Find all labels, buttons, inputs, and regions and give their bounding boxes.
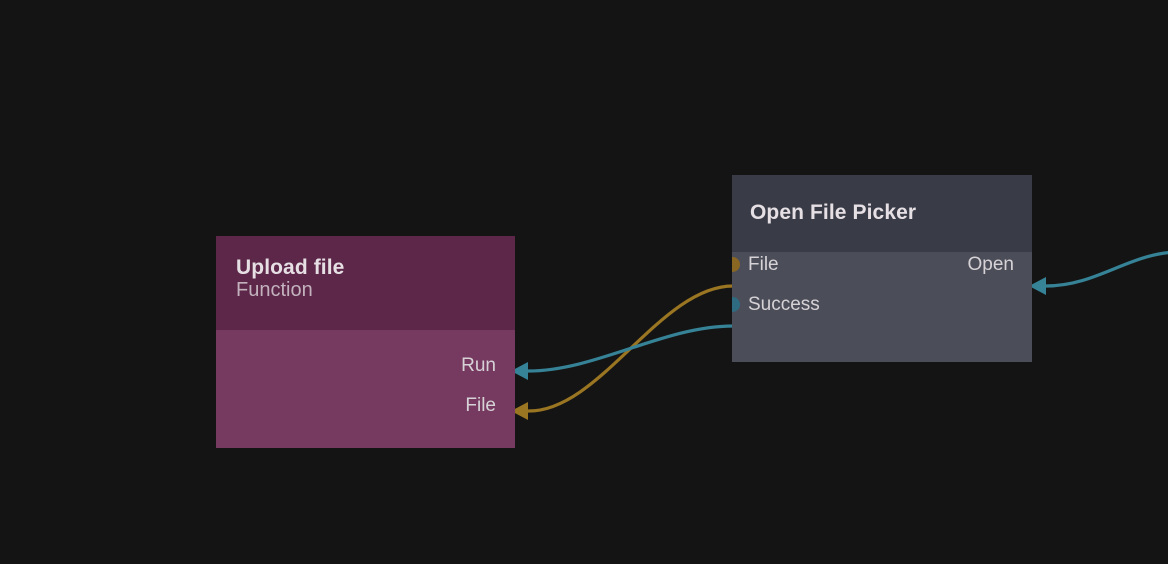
output-port-success-label: Success — [748, 293, 820, 315]
output-port-file[interactable]: File — [732, 252, 779, 276]
node-open-file-picker-header[interactable]: Open File Picker — [732, 175, 1032, 252]
input-port-open[interactable]: Open — [968, 252, 1032, 276]
node-upload-file-title: Upload file — [236, 256, 345, 279]
node-open-file-picker-body: File Success Open — [732, 252, 1032, 362]
input-port-file[interactable]: File — [465, 393, 515, 417]
output-port-file-dot-icon[interactable] — [732, 256, 740, 272]
output-port-success-dot-icon[interactable] — [732, 296, 740, 312]
node-upload-file[interactable]: Upload file Function Run File — [216, 236, 515, 448]
input-port-file-label: File — [465, 394, 496, 416]
edge-success-to-run — [511, 324, 735, 380]
input-port-run[interactable]: Run — [461, 353, 515, 377]
edge-offscreen-to-open — [1029, 251, 1168, 295]
node-open-file-picker-title: Open File Picker — [750, 201, 917, 224]
input-port-open-label: Open — [967, 253, 1014, 275]
node-upload-file-body: Run File — [216, 330, 515, 448]
edge-file-to-file — [511, 284, 735, 420]
node-upload-file-header[interactable]: Upload file Function — [216, 236, 515, 330]
output-port-success[interactable]: Success — [732, 292, 820, 316]
node-upload-file-subtitle: Function — [236, 279, 313, 302]
output-port-file-label: File — [748, 253, 779, 275]
node-open-file-picker[interactable]: Open File Picker File Success Open — [732, 175, 1032, 362]
input-port-run-label: Run — [461, 354, 496, 376]
